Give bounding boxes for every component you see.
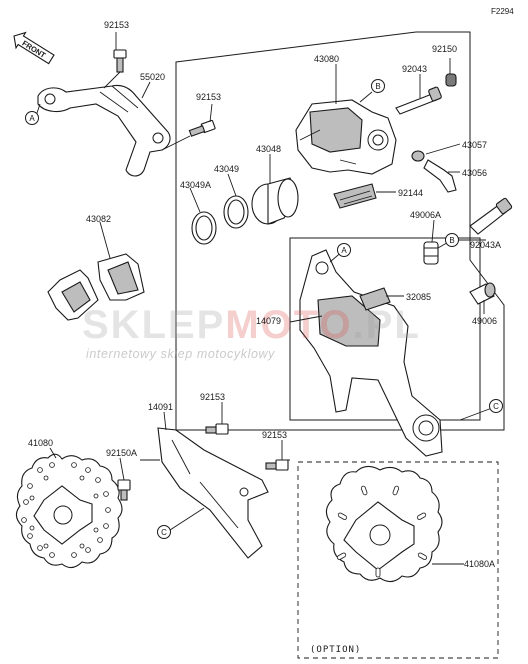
label-41080: 41080 [28, 438, 53, 448]
disc-41080-holes [21, 462, 111, 558]
leader-lines [35, 32, 493, 565]
label-49006: 49006 [472, 316, 497, 326]
label-43049: 43049 [214, 164, 239, 174]
bolt-92150a [117, 479, 131, 501]
boot-49006a [423, 241, 439, 265]
svg-text:B: B [449, 236, 454, 245]
bleeder-cap-43057 [411, 150, 425, 162]
label-43049a: 43049A [180, 180, 211, 190]
boot-49006 [469, 282, 496, 305]
figure-code: F2294 [491, 7, 514, 16]
pin-92043a [469, 197, 513, 235]
svg-text:B: B [375, 82, 380, 91]
label-43056: 43056 [462, 168, 487, 178]
label-32085: 32085 [406, 292, 431, 302]
label-92150a: 92150A [106, 448, 137, 458]
disc-guard-14091 [157, 427, 269, 559]
bolt-92153-top [103, 49, 127, 89]
caliper-assembly-frame [175, 31, 505, 431]
part-number-labels: 92153 55020 92153 43080 92150 92043 4305… [28, 20, 501, 569]
watermark: SKLEPMOTO.PL internetowy sklep motocyklo… [82, 303, 421, 361]
option-frame [297, 461, 499, 659]
callout-b-top: B [371, 79, 385, 93]
seal-43049a [191, 211, 217, 245]
label-92043a: 92043A [470, 240, 501, 250]
label-55020: 55020 [140, 72, 165, 82]
brake-disc-41080a-option [325, 465, 443, 583]
label-49006a: 49006A [410, 210, 441, 220]
label-92043: 92043 [402, 64, 427, 74]
bolt-92153-guard-b [265, 459, 289, 471]
watermark-brand-right: MOTO [225, 303, 352, 347]
label-43080: 43080 [314, 54, 339, 64]
callout-b-right: B [445, 233, 459, 247]
label-92153-top: 92153 [104, 20, 129, 30]
front-label: FRONT [21, 39, 48, 61]
label-14079: 14079 [256, 316, 281, 326]
svg-text:C: C [493, 402, 499, 411]
callout-a-bracket: A [337, 243, 351, 257]
label-43057: 43057 [462, 140, 487, 150]
watermark-brand-left: SKLEP [82, 303, 225, 347]
watermark-tagline: internetowy sklep motocyklowy [86, 347, 275, 361]
bolt-92153-guard-a [205, 423, 229, 435]
disc-41080a-slots [337, 485, 427, 578]
label-41080a: 41080A [464, 559, 495, 569]
svg-text:SKLEPMOTO.PL: SKLEPMOTO.PL [82, 303, 421, 347]
bolt-92153-mid [161, 119, 216, 151]
torque-link-55020 [37, 84, 171, 177]
label-43048: 43048 [256, 144, 281, 154]
front-direction-arrow: FRONT [13, 31, 55, 65]
cap-92150 [445, 73, 457, 87]
piston-43048 [251, 177, 299, 225]
svg-text:A: A [341, 246, 347, 255]
brake-disc-41080 [15, 453, 123, 569]
callout-a-left: A [25, 111, 39, 125]
callout-c-right: C [489, 399, 503, 413]
label-43082: 43082 [86, 214, 111, 224]
pin-92043 [395, 86, 442, 115]
option-label: (OPTION) [310, 645, 361, 655]
caliper-bracket-subframe [289, 237, 481, 421]
watermark-brand-tld: .PL [353, 303, 421, 347]
pad-clip-32085 [359, 287, 391, 311]
caliper-bracket-14079 [299, 249, 443, 457]
svg-text:A: A [29, 114, 35, 123]
caliper-body-43080 [295, 99, 397, 175]
label-92153-guard-a: 92153 [200, 392, 225, 402]
svg-text:C: C [161, 528, 167, 537]
label-92150: 92150 [432, 44, 457, 54]
label-92144: 92144 [398, 188, 423, 198]
callout-c-guard: C [157, 525, 171, 539]
brake-pads-43082 [47, 253, 145, 321]
bleeder-valve-43056 [423, 159, 457, 193]
label-92153-guard-b: 92153 [262, 430, 287, 440]
label-14091: 14091 [148, 402, 173, 412]
pad-spring-92144 [333, 183, 377, 209]
label-92153-mid: 92153 [196, 92, 221, 102]
seal-43049 [223, 195, 249, 229]
